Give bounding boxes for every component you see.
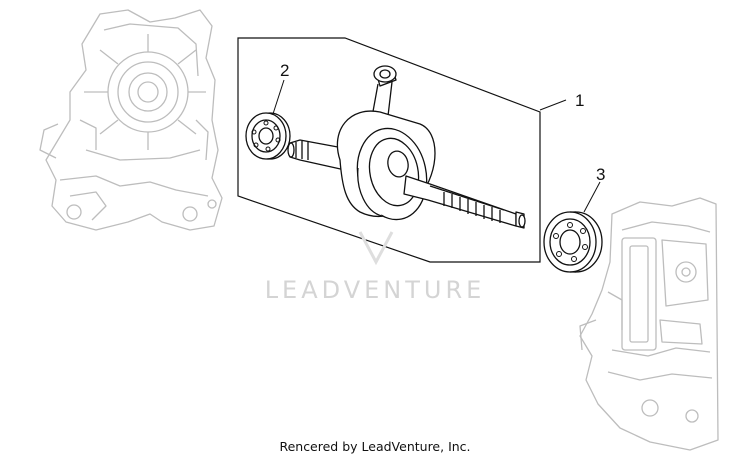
left-crankcase-ghost bbox=[39, 9, 223, 231]
leader-line-1 bbox=[539, 99, 567, 111]
watermark-text: LEADVENTURE bbox=[264, 276, 486, 304]
footer-credit: Rencered by LeadVenture, Inc. bbox=[279, 439, 471, 454]
bearing-right bbox=[543, 211, 603, 273]
callout-3: 3 bbox=[596, 165, 606, 184]
bearing-left bbox=[245, 112, 291, 160]
crankshaft bbox=[288, 66, 525, 228]
callout-1: 1 bbox=[575, 91, 585, 110]
right-crankcase-ghost bbox=[579, 197, 719, 451]
leader-line-3 bbox=[583, 181, 601, 213]
leader-line-2 bbox=[271, 79, 285, 118]
watermark-logo bbox=[358, 231, 394, 266]
callout-2: 2 bbox=[280, 61, 290, 80]
assembly-outline bbox=[237, 37, 541, 263]
